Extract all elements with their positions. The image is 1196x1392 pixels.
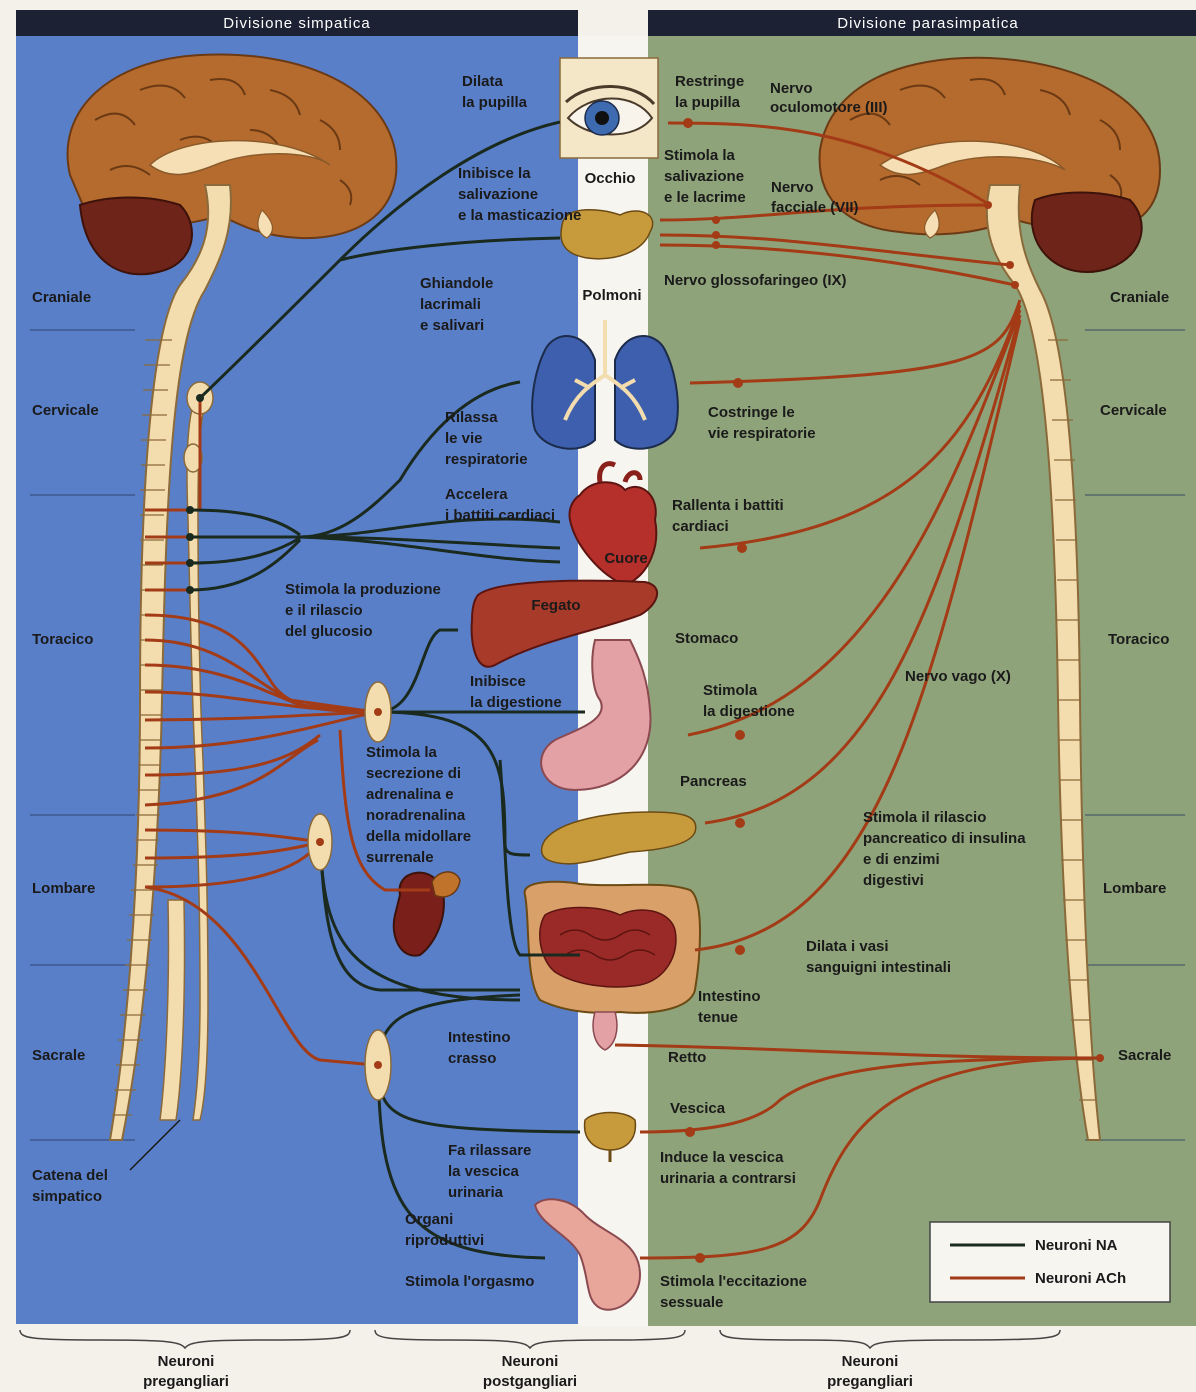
level-left-thoracic: Toracico [32,631,93,648]
organ-label-bladder: Vescica [670,1100,726,1117]
symp-digestion-1: Inibisce [470,673,526,690]
para-pancreas-4: digestivi [863,872,924,889]
organ-label-small-intestine-2: tenue [698,1009,738,1026]
symp-pupil-1: Dilata [462,73,504,90]
symp-salivation-1: Inibisce la [458,165,531,182]
symp-airways-1: Rilassa [445,409,498,426]
symp-bladder-2: la vescica [448,1163,520,1180]
nerve-facial-2: facciale (VII) [771,199,859,216]
organ-label-small-intestine-1: Intestino [698,988,761,1005]
bottom-left-2: pregangliari [143,1373,229,1390]
level-left-cervical: Cervicale [32,402,99,419]
organ-label-liver: Fegato [531,597,580,614]
sympathetic-header: Divisione simpatica [223,15,370,32]
symp-bladder-3: urinaria [448,1184,504,1201]
bottom-middle-1: Neuroni [502,1353,559,1370]
symp-adrenal-2: secrezione di [366,765,461,782]
para-saliva-1: Stimola la [664,147,736,164]
level-right-thoracic: Toracico [1108,631,1169,648]
symp-adrenal-5: della midollare [366,828,471,845]
chain-label-1: Catena del [32,1167,108,1184]
organ-label-pancreas: Pancreas [680,773,747,790]
para-arousal-2: sessuale [660,1294,723,1311]
level-right-lumbar: Lombare [1103,880,1166,897]
nerve-vagus: Nervo vago (X) [905,668,1011,685]
para-pancreas-1: Stimola il rilascio [863,809,986,826]
organ-label-lungs: Polmoni [582,287,641,304]
symp-airways-3: respiratorie [445,451,528,468]
nerve-oculomotor-2: oculomotore (III) [770,99,888,116]
organ-label-heart: Cuore [604,550,647,567]
symp-glucose-2: e il rilascio [285,602,363,619]
organ-label-reproductive-2: riproduttivi [405,1232,484,1249]
level-right-cervical: Cervicale [1100,402,1167,419]
para-heart-1: Rallenta i battiti [672,497,784,514]
level-right-cranial: Craniale [1110,289,1169,306]
para-pancreas-2: pancreatico di insulina [863,830,1026,847]
symp-adrenal-4: noradrenalina [366,807,466,824]
organ-label-eye: Occhio [585,170,636,187]
para-pancreas-3: e di enzimi [863,851,940,868]
symp-adrenal-1: Stimola la [366,744,438,761]
para-bladder-1: Induce la vescica [660,1149,784,1166]
chain-label-2: simpatico [32,1188,102,1205]
bottom-right-1: Neuroni [842,1353,899,1370]
organ-label-stomach: Stomaco [675,630,738,647]
symp-pupil-2: la pupilla [462,94,528,111]
para-airways-1: Costringe le [708,404,795,421]
nerve-facial-1: Nervo [771,179,814,196]
para-digestion-1: Stimola [703,682,758,699]
symp-glucose-1: Stimola la produzione [285,581,441,598]
eye-illustration [560,58,658,158]
symp-airways-2: le vie [445,430,483,447]
nerve-oculomotor-1: Nervo [770,80,813,97]
para-digestion-2: la digestione [703,703,795,720]
para-arousal-1: Stimola l'eccitazione [660,1273,807,1290]
parasympathetic-header: Divisione parasimpatica [837,15,1018,32]
organ-label-glands-2: lacrimali [420,296,481,313]
legend-na-label: Neuroni NA [1035,1237,1118,1254]
bottom-left-1: Neuroni [158,1353,215,1370]
organ-label-large-intestine-2: crasso [448,1050,496,1067]
level-left-cranial: Craniale [32,289,91,306]
para-vessels-1: Dilata i vasi [806,938,889,955]
para-saliva-2: salivazione [664,168,744,185]
symp-glucose-3: del glucosio [285,623,373,640]
organ-label-rectum: Retto [668,1049,706,1066]
nerve-glossopharyngeal: Nervo glossofaringeo (IX) [664,272,847,289]
para-pupil-2: la pupilla [675,94,741,111]
para-saliva-3: e le lacrime [664,189,746,206]
legend-ach-label: Neuroni ACh [1035,1270,1126,1287]
organ-label-glands-1: Ghiandole [420,275,493,292]
para-bladder-2: urinaria a contrarsi [660,1170,796,1187]
symp-adrenal-6: surrenale [366,849,434,866]
bottom-braces [20,1330,1060,1348]
symp-digestion-2: la digestione [470,694,562,711]
organ-label-glands-3: e salivari [420,317,484,334]
para-airways-2: vie respiratorie [708,425,816,442]
symp-heart-2: i battiti cardiaci [445,507,555,524]
level-right-sacral: Sacrale [1118,1047,1171,1064]
symp-orgasm: Stimola l'orgasmo [405,1273,534,1290]
para-vessels-2: sanguigni intestinali [806,959,951,976]
para-heart-2: cardiaci [672,518,729,535]
symp-salivation-2: salivazione [458,186,538,203]
symp-heart-1: Accelera [445,486,508,503]
organ-label-large-intestine-1: Intestino [448,1029,511,1046]
symp-salivation-3: e la masticazione [458,207,581,224]
para-pupil-1: Restringe [675,73,744,90]
bottom-right-2: pregangliari [827,1373,913,1390]
symp-adrenal-3: adrenalina e [366,786,454,803]
level-left-lumbar: Lombare [32,880,95,897]
symp-bladder-1: Fa rilassare [448,1142,531,1159]
bottom-middle-2: postgangliari [483,1373,577,1390]
legend: Neuroni NA Neuroni ACh [930,1222,1170,1302]
organ-label-reproductive-1: Organi [405,1211,453,1228]
level-left-sacral: Sacrale [32,1047,85,1064]
